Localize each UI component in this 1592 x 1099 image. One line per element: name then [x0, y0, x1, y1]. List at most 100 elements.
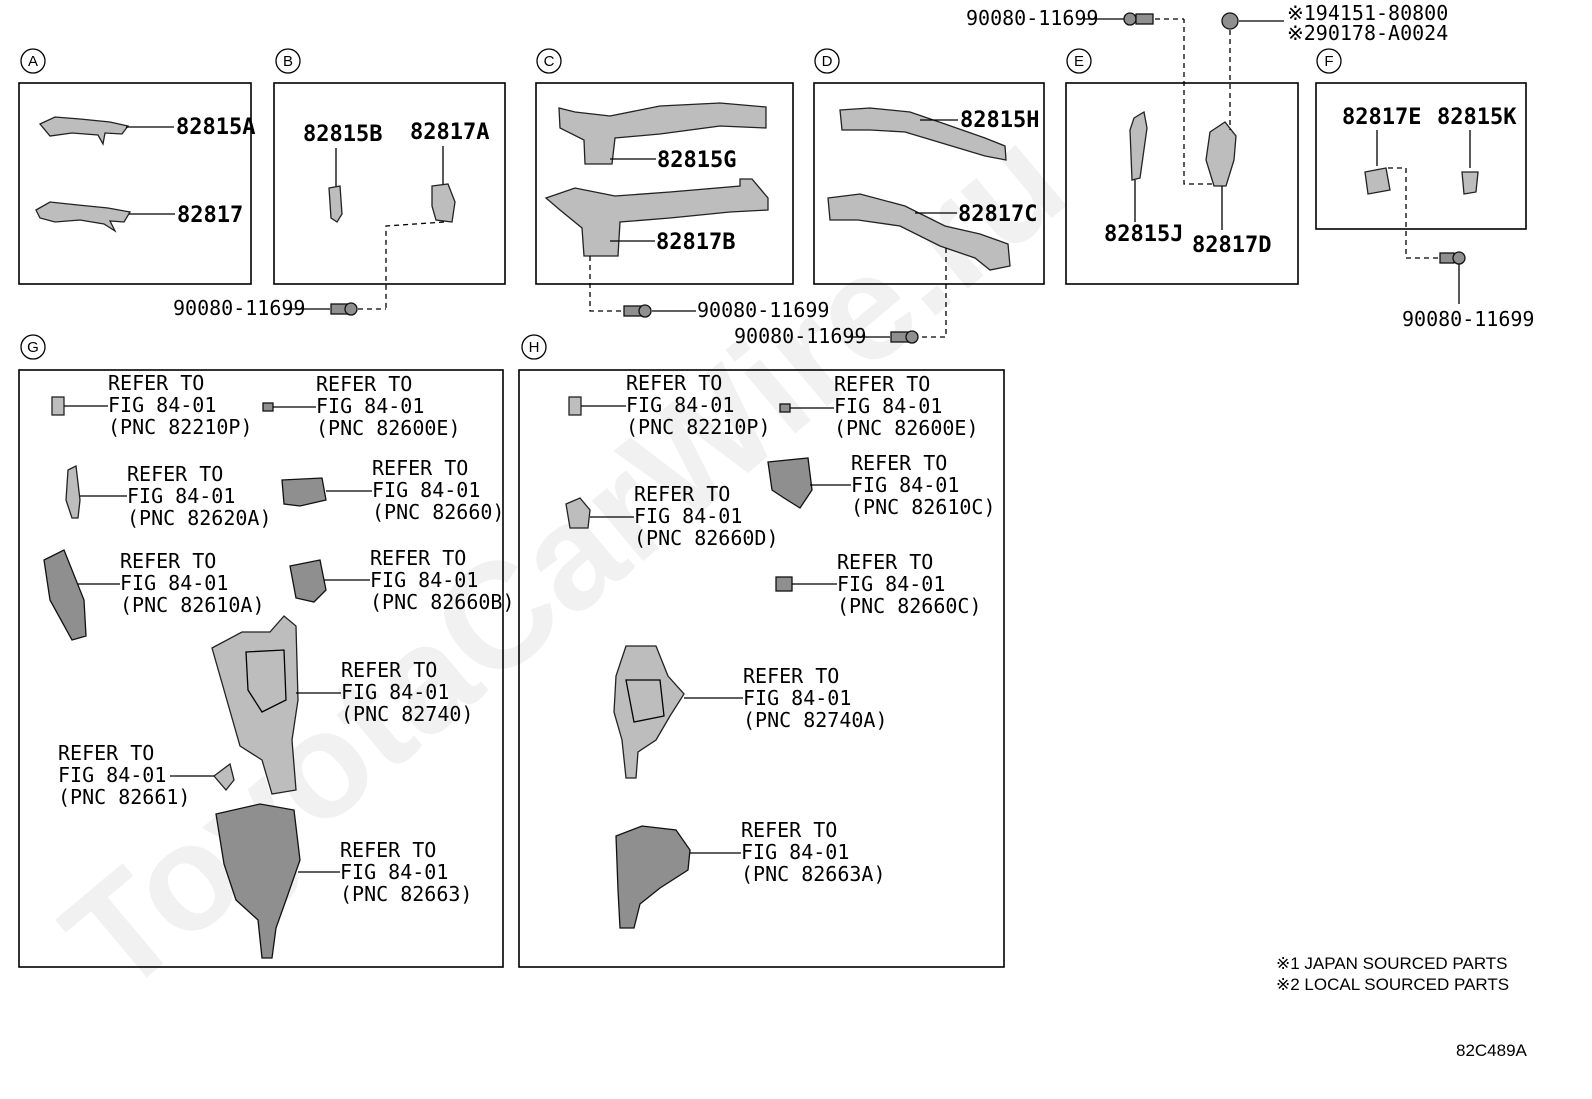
fastener-path-c — [589, 256, 624, 312]
g-ref-82663-line1: REFER TO — [340, 838, 436, 862]
g-part-82600e-illustration — [262, 402, 274, 412]
label-82815h: 82815H — [960, 108, 1039, 133]
h-part-82610c-illustration — [767, 457, 813, 509]
g-part-82210p-illustration — [51, 396, 65, 416]
note-japan-sourced: ※1 JAPAN SOURCED PARTS — [1276, 954, 1508, 973]
bolt-b-head-icon — [344, 302, 358, 316]
panel-f: F 82817E 82815K — [1315, 48, 1527, 259]
panel-b-badge — [275, 48, 301, 74]
panel-e-frame — [1065, 82, 1299, 285]
label-82817e: 82817E — [1342, 105, 1421, 130]
h-ref-82600e-line2: FIG 84-01 — [834, 394, 942, 418]
g-ref-82210p-line2: FIG 84-01 — [108, 393, 216, 417]
h-part-82660c-illustration — [775, 576, 793, 592]
bolt-f-icon — [1439, 252, 1455, 264]
bolt-e-head-icon — [1123, 12, 1137, 26]
bolt-f: 90080-11699 — [1402, 251, 1534, 331]
h-ref-82660c-line2: FIG 84-01 — [837, 572, 945, 596]
g-ref-82600e-line3: (PNC 82600E) — [316, 416, 461, 440]
part-82815b-illustration — [328, 185, 343, 223]
h-part-82740a-window — [625, 679, 665, 723]
panel-a-letter: A — [28, 53, 38, 70]
part-82815j-illustration — [1129, 110, 1148, 181]
label-82815j: 82815J — [1104, 222, 1183, 247]
label-82817a: 82817A — [410, 120, 489, 145]
panel-b-frame — [273, 82, 506, 285]
part-82815a-illustration — [38, 116, 130, 146]
g-ref-82660-line3: (PNC 82660) — [372, 500, 504, 524]
g-ref-82210p-line3: (PNC 82210P) — [108, 415, 253, 439]
panel-h-letter: H — [529, 339, 540, 356]
label-82817: 82817 — [177, 203, 243, 228]
bolt-d: 90080-11699 — [734, 324, 919, 348]
label-82817b: 82817B — [656, 230, 735, 255]
label-82817d: 82817D — [1192, 233, 1271, 258]
panel-g-badge — [20, 334, 46, 360]
h-ref-82660c-line3: (PNC 82660C) — [837, 594, 982, 618]
panel-a: A 82815A 82817 — [18, 48, 255, 285]
panel-h-frame — [518, 369, 1005, 968]
panel-f-badge — [1316, 48, 1342, 74]
g-ref-82620a-line2: FIG 84-01 — [127, 484, 235, 508]
g-ref-82740-line3: (PNC 82740) — [341, 702, 473, 726]
g-part-82660b-illustration — [289, 559, 327, 603]
part-82815k-illustration — [1461, 171, 1479, 195]
panel-d-badge — [814, 48, 840, 74]
h-part-82663a-illustration — [615, 825, 691, 929]
panel-f-letter: F — [1324, 53, 1333, 70]
diagram-code: 82C489A — [1456, 1041, 1528, 1060]
bolt-e: 90080-11699 — [966, 6, 1184, 30]
g-ref-82620a-line1: REFER TO — [127, 462, 223, 486]
bolt-b-part-number: 90080-11699 — [173, 296, 305, 320]
bolt-d-part-number: 90080-11699 — [734, 324, 866, 348]
panel-d: D 82815H 82817C — [813, 48, 1045, 338]
g-ref-82663-line2: FIG 84-01 — [340, 860, 448, 884]
h-part-82740a-illustration — [613, 645, 685, 779]
fastener-path-d — [918, 248, 947, 338]
panel-f-frame — [1315, 82, 1527, 230]
h-ref-82660c-line1: REFER TO — [837, 550, 933, 574]
panel-c-frame — [535, 82, 794, 285]
g-ref-82610a-line1: REFER TO — [120, 549, 216, 573]
bolt-e-icon — [1135, 13, 1154, 25]
g-ref-82661-line3: (PNC 82661) — [58, 785, 190, 809]
panel-g-letter: G — [27, 339, 39, 356]
panel-b: B 82815B 82817A — [273, 48, 506, 308]
panel-d-letter: D — [822, 53, 833, 70]
h-part-82210p-illustration — [568, 396, 582, 416]
g-ref-82661-line2: FIG 84-01 — [58, 763, 166, 787]
g-ref-82660b-line3: (PNC 82660B) — [370, 590, 515, 614]
h-ref-82610c-line2: FIG 84-01 — [851, 473, 959, 497]
label-82815k: 82815K — [1437, 105, 1517, 130]
g-ref-82661-line1: REFER TO — [58, 741, 154, 765]
part-82815h-illustration — [839, 107, 1007, 161]
bolt-c-head-icon — [638, 304, 652, 318]
h-ref-82663a-line1: REFER TO — [741, 818, 837, 842]
panel-c-letter: C — [544, 53, 555, 70]
label-82815g: 82815G — [657, 148, 736, 173]
panel-b-letter: B — [283, 53, 293, 70]
h-ref-82660d-line1: REFER TO — [634, 482, 730, 506]
bolt-d-head-icon — [905, 330, 919, 344]
bolt-b: 90080-11699 — [173, 296, 386, 320]
fastener-path-e-bolt — [1183, 19, 1212, 185]
g-part-82610a-illustration — [43, 549, 87, 641]
clip-part-number-2: ※290178-A0024 — [1287, 21, 1448, 45]
panel-h-badge — [521, 334, 547, 360]
